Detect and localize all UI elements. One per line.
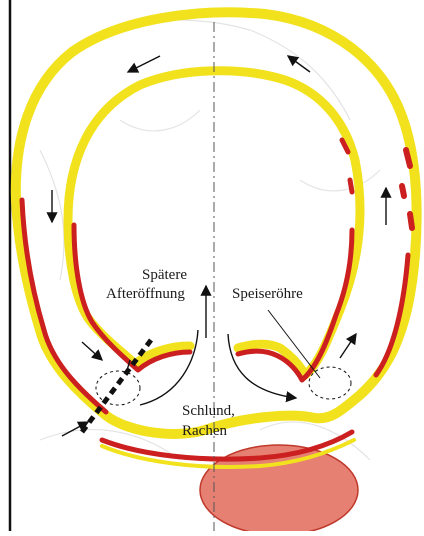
flow-arrow-icon [82, 342, 102, 360]
label-esophagus: Speiseröhre [232, 286, 303, 302]
label-anus-line1: Spätere [142, 267, 187, 283]
label-pharynx-line1: Schlund, [182, 403, 235, 419]
label-pharynx-line2: Rachen [182, 423, 227, 439]
anus-opening-circle [96, 371, 140, 405]
ghost-background [40, 20, 380, 460]
label-anus-line2: Afteröffnung [106, 286, 185, 302]
flow-arrow-icon [128, 56, 160, 72]
flow-arrow-icon [340, 334, 356, 358]
